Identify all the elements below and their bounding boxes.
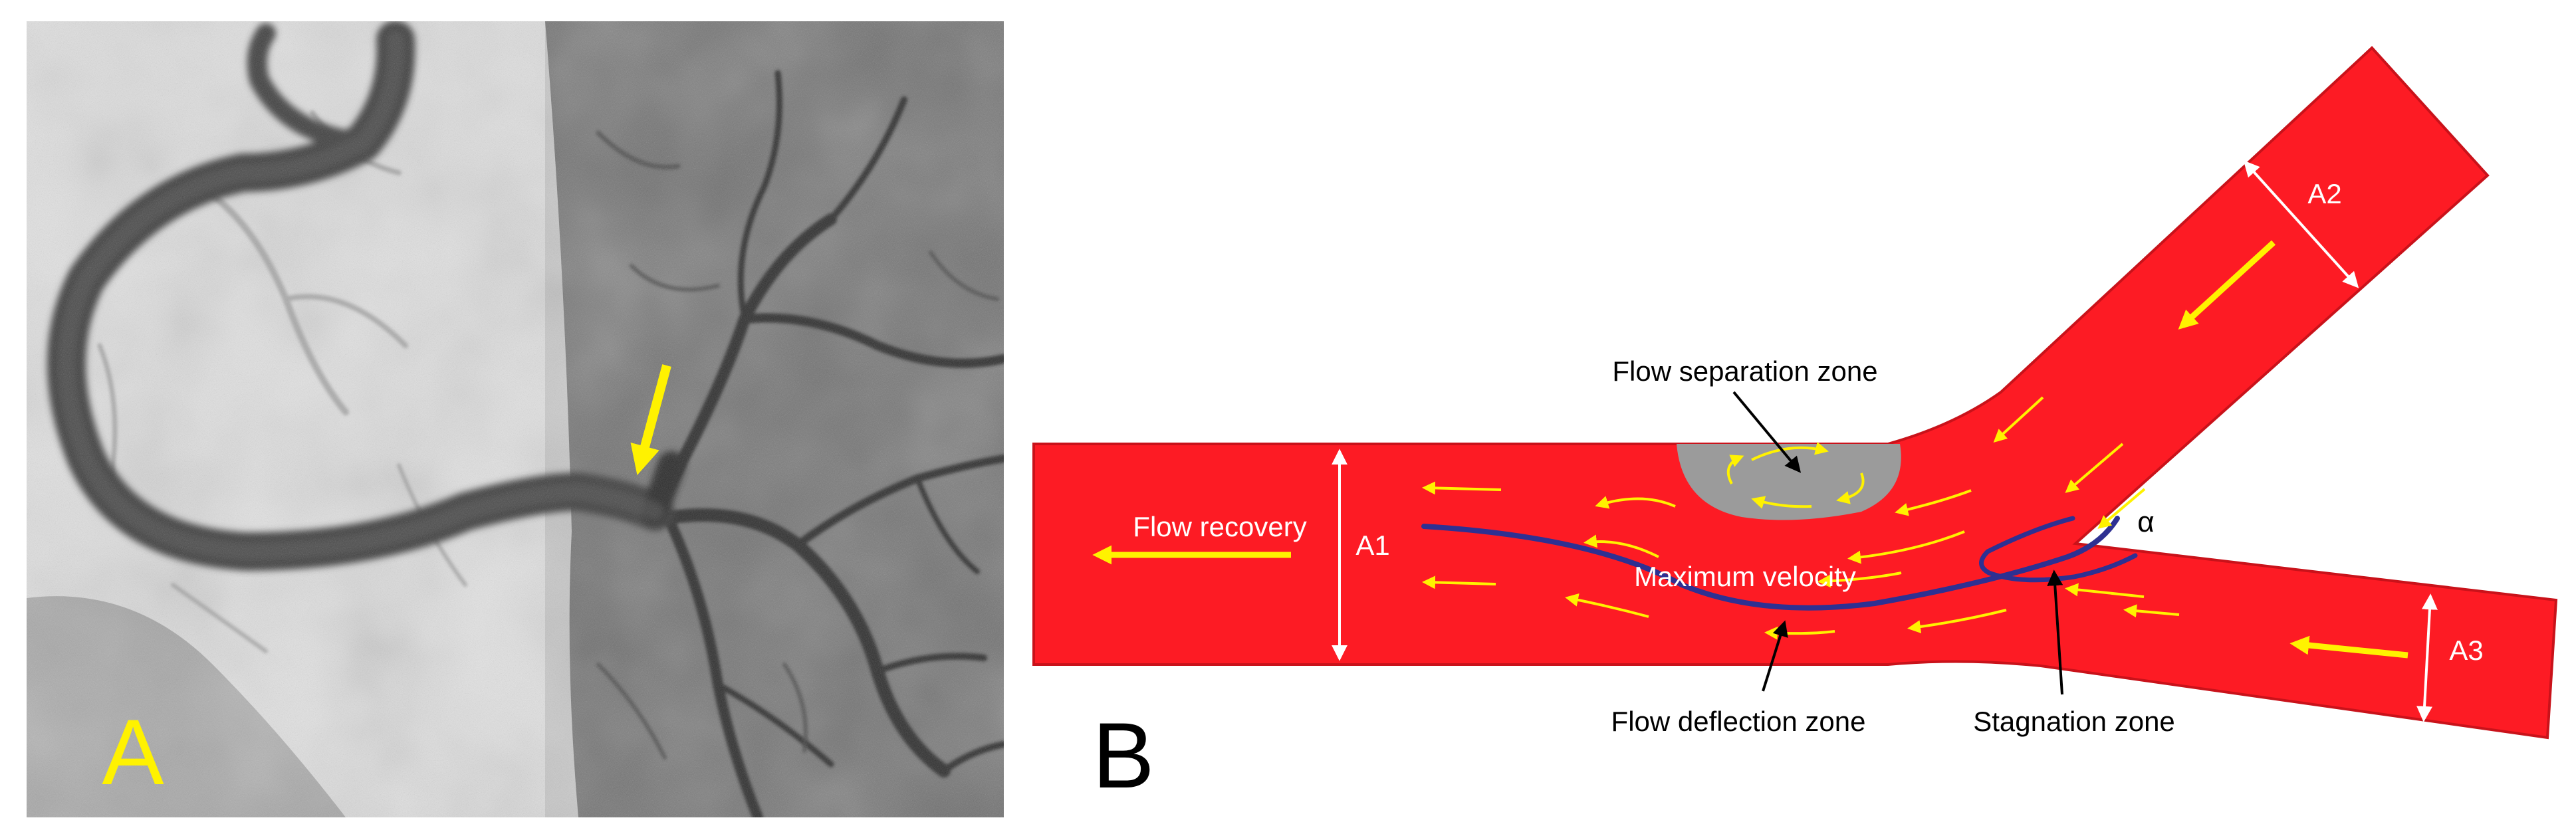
inflow-arrow-a3: [2289, 635, 2408, 659]
lesion-arrow: [630, 364, 671, 475]
a3-label: A3: [2449, 635, 2483, 666]
flow-arrow: [1817, 572, 1902, 588]
a3-dimension-arrow: [2416, 593, 2438, 722]
bifurcation-angle-label: α: [2137, 506, 2154, 538]
flow-arrow: [1422, 481, 1502, 495]
flow-arrow: [1422, 575, 1496, 589]
flow-arrow: [1847, 530, 1965, 564]
flow-arrow: [1595, 496, 1676, 509]
panel-b-letter: B: [1092, 703, 1154, 807]
separation-pointer: [1732, 391, 1802, 473]
flow-arrow: [1993, 396, 2044, 443]
a2-label: A2: [2307, 178, 2341, 209]
a1-label: A1: [1355, 530, 1389, 561]
flow-arrow: [1907, 609, 2007, 634]
bifurcation-diagram: Flow recovery A1 A2 A3 Flow separation z…: [1032, 46, 2558, 807]
separation-vortex-arrow-top: [1751, 442, 1829, 461]
flow-arrows: [1422, 396, 2180, 640]
panel-a-letter: A: [102, 700, 164, 804]
separation-vortex-arrow-left: [1726, 455, 1744, 484]
deflection-pointer: [1762, 620, 1788, 692]
flow-recovery-label: Flow recovery: [1133, 511, 1306, 542]
flow-arrow: [2065, 583, 2145, 598]
angiogram-grain: [27, 21, 1004, 817]
angiogram-panel: A: [27, 21, 1004, 817]
flow-arrow: [1895, 489, 1972, 516]
maximum-velocity-label: Maximum velocity: [1634, 561, 1856, 592]
separation-vortex-arrow-bottom: [1751, 496, 1812, 509]
flow-arrow: [1583, 534, 1659, 558]
vessel-shape: [1032, 46, 2558, 740]
flow-arrow: [2123, 604, 2180, 618]
stagnation-label: Stagnation zone: [1973, 706, 2175, 737]
maximum-velocity-line: [1421, 516, 2120, 611]
stagnation-zone-outline: [1979, 516, 2138, 583]
separation-vortex-arrow-right: [1836, 472, 1865, 504]
stagnation-pointer: [2047, 570, 2063, 695]
flow-arrow: [1565, 593, 1649, 618]
a2-dimension-arrow: [2243, 160, 2359, 288]
flow-arrow: [2097, 488, 2146, 529]
flow-separation-label: Flow separation zone: [1612, 356, 1877, 387]
flow-arrow: [2065, 443, 2124, 493]
flow-deflection-label: Flow deflection zone: [1611, 706, 1866, 737]
